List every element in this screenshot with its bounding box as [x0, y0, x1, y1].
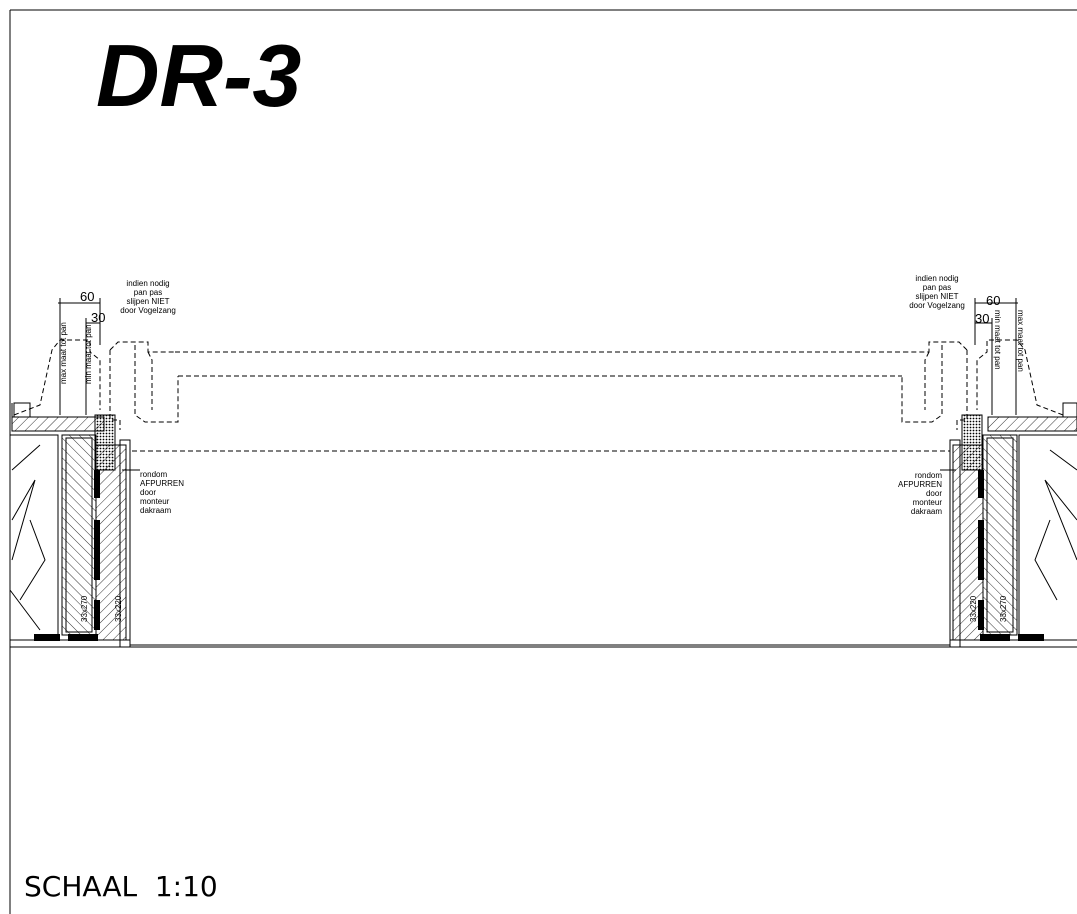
- left-note-seal-2: AFPURREN: [140, 479, 184, 488]
- right-roof-detail: [901, 298, 1077, 648]
- left-note-seal-3: door: [140, 488, 156, 497]
- right-note-seal-2: AFPURREN: [898, 480, 942, 489]
- right-note-seal-3: door: [926, 489, 942, 498]
- right-beam-outer: [982, 434, 1018, 636]
- left-beam-outer-label: 33x270: [80, 595, 89, 622]
- right-vert-min: min maat tot pan: [993, 310, 1002, 370]
- left-note-cut-3: slijpen NIET: [126, 297, 169, 306]
- left-dim-60: 60: [80, 289, 94, 304]
- drawing-title: DR-3: [96, 26, 301, 125]
- left-note-seal-1: rondom: [140, 470, 167, 479]
- right-note-cut-1: indien nodig: [915, 274, 958, 283]
- right-beam-outer-label: 33x270: [999, 595, 1008, 622]
- left-beam-inner-label: 33x220: [114, 595, 123, 622]
- left-vert-max: max maat tot pan: [59, 322, 68, 384]
- right-vert-max: max maat tot pan: [1016, 310, 1025, 372]
- right-note-cut-3: slijpen NIET: [915, 292, 958, 301]
- left-roof-detail: [9, 298, 179, 648]
- right-note-seal-1: rondom: [915, 471, 942, 480]
- left-note-seal-5: dakraam: [140, 506, 171, 515]
- skylight-outline: [132, 351, 950, 452]
- right-note-seal-4: monteur: [913, 498, 943, 507]
- left-note-cut-4: door Vogelzang: [120, 306, 176, 315]
- left-vert-min: min maat tot pan: [84, 324, 93, 384]
- right-note-cut-4: door Vogelzang: [909, 301, 965, 310]
- left-note-seal-4: monteur: [140, 497, 170, 506]
- left-note-cut-1: indien nodig: [126, 279, 169, 288]
- right-dim-30: 30: [975, 311, 989, 326]
- left-note-cut-2: pan pas: [134, 288, 162, 297]
- right-note-seal-5: dakraam: [911, 507, 942, 516]
- right-beam-inner-label: 33x220: [969, 595, 978, 622]
- left-dim-30: 30: [91, 310, 105, 325]
- right-note-cut-2: pan pas: [923, 283, 951, 292]
- right-dim-60: 60: [986, 293, 1000, 308]
- left-beam-outer: [61, 434, 97, 636]
- scale-label: SCHAAL 1:10: [24, 870, 218, 903]
